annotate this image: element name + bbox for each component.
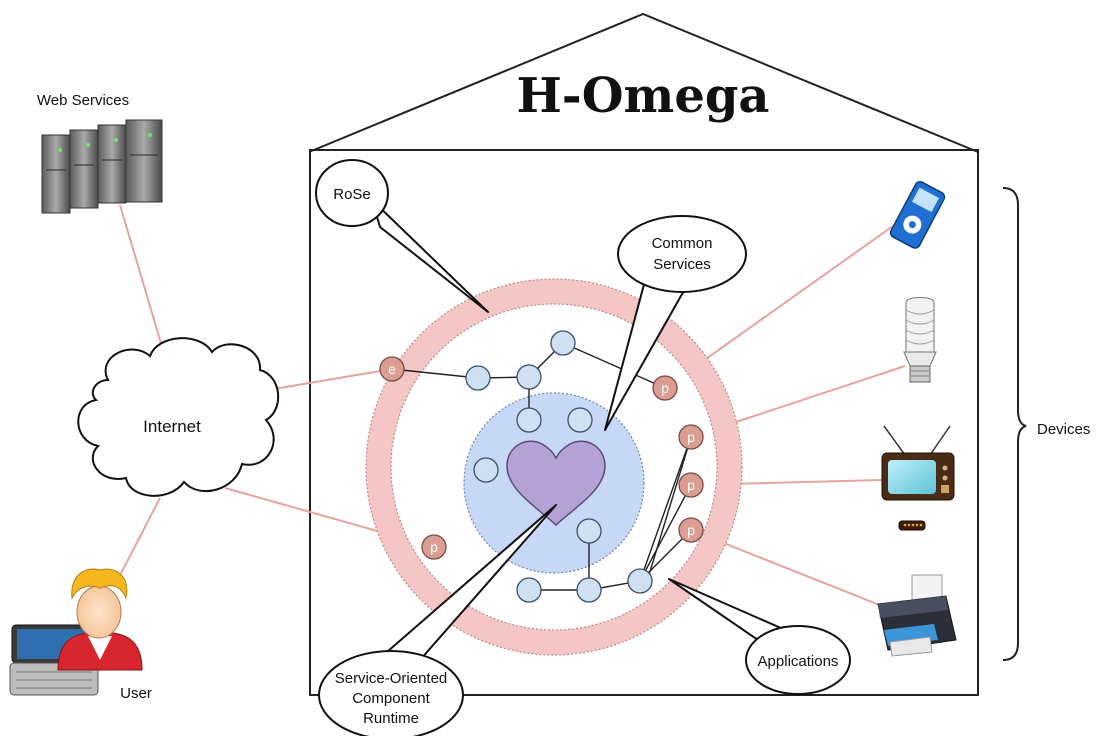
applications-callout: Applications [668,578,851,695]
remote-control-icon [898,520,926,531]
house-outline [308,12,979,696]
page-title: H-Omega [516,68,769,124]
mp3-player-icon [889,181,946,249]
component-node [516,577,542,603]
proxy-port: p [678,424,704,450]
runtime-label-line3: Runtime [363,710,419,727]
printer-icon [877,574,957,657]
common-services-label-line1: Common [652,235,713,252]
proxy-port-label: p [661,380,669,396]
component-nodes [465,330,653,603]
light-bulb-icon [903,297,937,383]
web-services-label: Web Services [37,92,129,109]
runtime-label-line2: Component [352,690,430,707]
component-node [627,568,653,594]
cloud-icon [77,337,280,497]
export-port: e [379,356,405,382]
component-node [567,407,593,433]
runtime-label-line1: Service-Oriented [335,670,448,687]
user-avatar-icon [57,568,143,671]
component-node [473,457,499,483]
devices-label: Devices [1037,421,1090,438]
runtime-heart-icon [506,440,606,527]
rose-callout: RoSe [315,159,489,313]
export-port-label: e [388,361,396,377]
common-services-label-line2: Services [653,256,711,273]
proxy-port: p [652,375,678,401]
component-node [516,364,542,390]
user-label: User [120,685,152,702]
proxy-port-label: p [687,522,695,538]
runtime-callout: Service-Oriented Component Runtime [318,504,557,736]
applications-label: Applications [758,653,839,670]
laptop-icon [9,624,99,696]
devices-brace [1002,187,1027,661]
proxy-port-label: p [687,429,695,445]
internet-export-link [267,368,393,391]
tv-icon [881,425,955,501]
common-services-callout: Common Services [604,215,747,431]
proxy-port-label: p [687,477,695,493]
component-node [516,407,542,433]
proxy-port-label: p [430,539,438,555]
rose-label: RoSe [333,186,371,203]
webservices-internet-link [119,204,167,361]
proxy-port: p [421,534,447,560]
component-node [576,518,602,544]
internet-label: Internet [143,417,201,436]
component-node [465,365,491,391]
server-rack-icon [41,119,163,214]
internet-user-link [114,497,161,586]
component-node [550,330,576,356]
ports: e p p p p p [379,356,704,560]
proxy-port: p [678,472,704,498]
component-node [576,577,602,603]
proxy-port: p [678,517,704,543]
